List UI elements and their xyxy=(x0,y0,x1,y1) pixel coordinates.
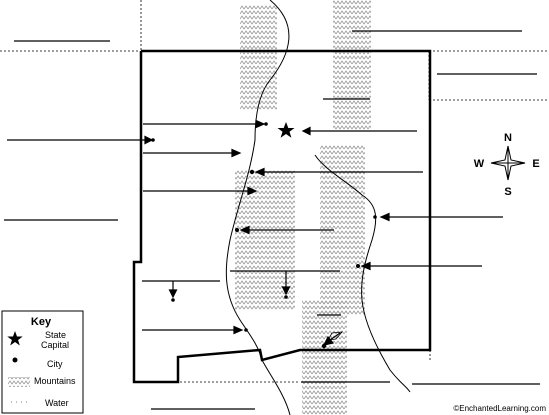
key-city-dot-icon xyxy=(12,357,18,363)
key-mountains-icon xyxy=(8,377,30,387)
map-key: Key State Capital City Mountains Water xyxy=(1,310,84,414)
compass-w: W xyxy=(474,158,485,170)
mountain-band-north-east xyxy=(333,0,371,130)
reservoir-water-icon xyxy=(327,331,343,341)
credit-text: ©EnchantedLearning.com xyxy=(453,404,546,413)
pointer-arrows xyxy=(127,119,503,346)
state-border xyxy=(132,49,432,384)
key-state-capital-line1: State xyxy=(45,330,66,340)
key-water-icon xyxy=(8,398,30,406)
pecos-river xyxy=(314,154,411,393)
city-dot-3 xyxy=(249,169,255,175)
city-dot-6 xyxy=(356,264,360,268)
rio-grande xyxy=(225,0,291,415)
key-star-icon xyxy=(7,331,23,346)
compass-e: E xyxy=(532,158,539,170)
city-dot-9 xyxy=(244,328,248,332)
compass-rose: N S W E xyxy=(474,132,540,198)
label-blanks xyxy=(4,30,540,410)
mountain-ranges xyxy=(235,0,371,415)
key-title: Key xyxy=(31,316,52,328)
mountain-band-south xyxy=(302,300,347,415)
city-dot-7 xyxy=(171,298,175,302)
map-markers xyxy=(151,122,377,349)
compass-n: N xyxy=(504,132,512,144)
rivers xyxy=(225,0,411,415)
city-dot-1 xyxy=(151,138,155,142)
key-city-label: City xyxy=(47,359,63,369)
city-dot-2 xyxy=(264,122,268,126)
city-dot-8 xyxy=(284,295,288,299)
state-capital-star-icon xyxy=(277,122,295,138)
city-dot-5 xyxy=(373,215,377,219)
city-dot-10 xyxy=(321,343,327,349)
compass-s: S xyxy=(504,186,511,198)
key-water-label: Water xyxy=(45,398,69,408)
key-state-capital-line2: Capital xyxy=(41,340,69,350)
key-mountains-label: Mountains xyxy=(34,376,76,386)
city-dot-4 xyxy=(235,228,239,232)
mountain-band-north-west xyxy=(240,5,277,110)
